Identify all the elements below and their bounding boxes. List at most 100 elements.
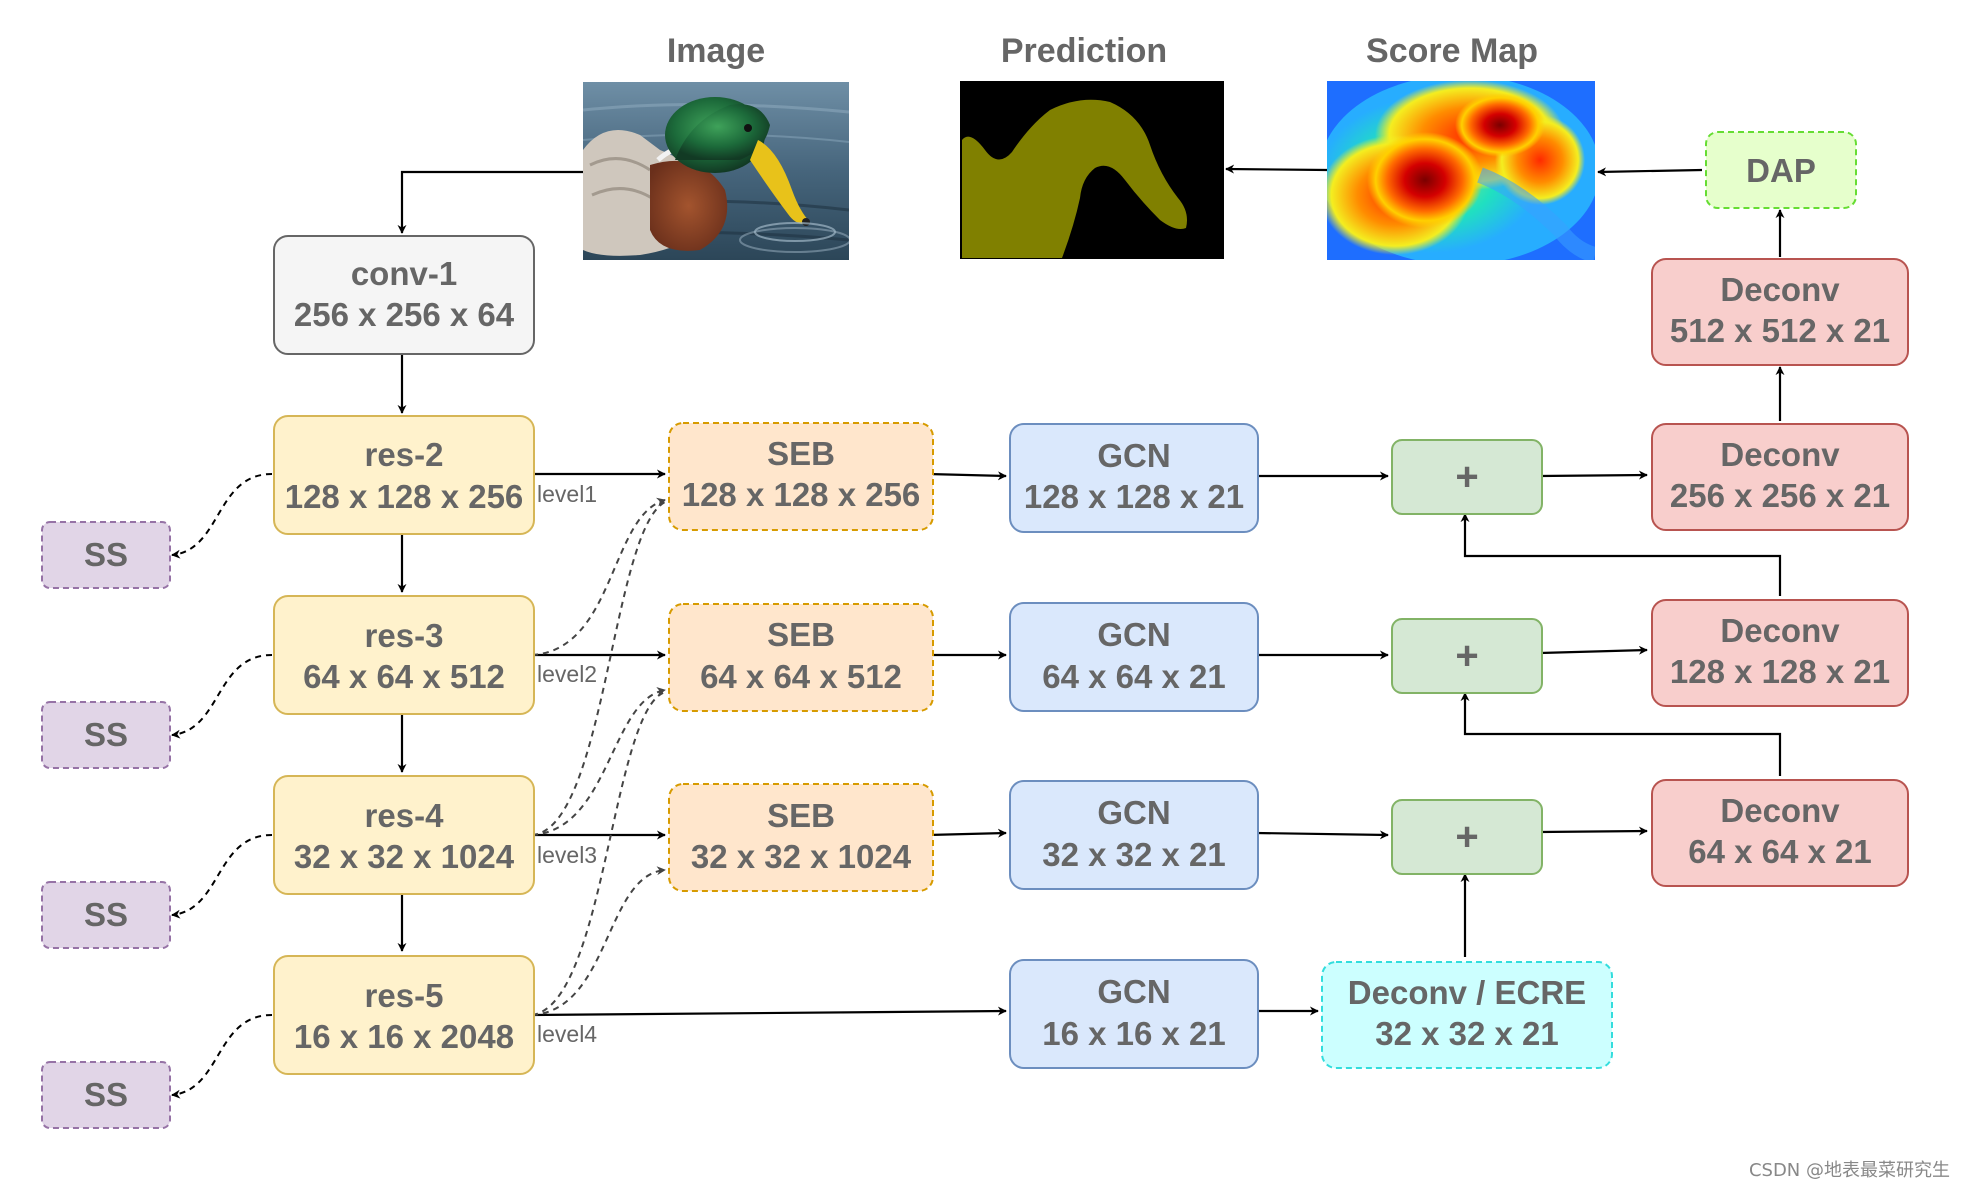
svg-text:128 x 128 x 256: 128 x 128 x 256 xyxy=(682,476,921,513)
node-gcn3: GCN 32 x 32 x 21 xyxy=(1009,780,1259,890)
svg-text:res-3: res-3 xyxy=(365,617,444,654)
edge-res3-ss xyxy=(171,654,273,739)
edge-deconv128-plus1 xyxy=(1460,513,1782,596)
svg-text:GCN: GCN xyxy=(1097,794,1170,831)
node-res5: res-5 16 x 16 x 2048 xyxy=(273,955,535,1075)
svg-text:Deconv: Deconv xyxy=(1720,436,1840,473)
svg-text:SS: SS xyxy=(84,716,128,753)
edge-res5-seb2 xyxy=(531,691,666,1016)
edge-gcn3-plus3 xyxy=(1255,830,1389,840)
node-plus-3: + xyxy=(1391,799,1543,875)
svg-text:SEB: SEB xyxy=(767,797,835,834)
svg-text:SS: SS xyxy=(84,536,128,573)
edge-res5-ss xyxy=(171,1014,273,1099)
svg-text:32 x 32 x 21: 32 x 32 x 21 xyxy=(1375,1015,1559,1052)
svg-text:64 x 64 x 512: 64 x 64 x 512 xyxy=(700,658,902,695)
svg-text:Deconv / ECRE: Deconv / ECRE xyxy=(1348,974,1586,1011)
svg-text:+: + xyxy=(1455,455,1478,499)
node-gcn2: GCN 64 x 64 x 21 xyxy=(1009,602,1259,712)
node-ss-4: SS xyxy=(41,1061,171,1129)
edge-scoremap-prediction xyxy=(1225,164,1328,174)
svg-text:32 x 32 x 1024: 32 x 32 x 1024 xyxy=(294,838,515,875)
svg-text:SS: SS xyxy=(84,1076,128,1113)
edge-plus1-deconv256 xyxy=(1539,470,1648,480)
node-res3: res-3 64 x 64 x 512 xyxy=(273,595,535,715)
edges xyxy=(397,164,1785,1017)
svg-text:SEB: SEB xyxy=(767,435,835,472)
svg-text:DAP: DAP xyxy=(1746,152,1816,189)
svg-text:+: + xyxy=(1455,634,1478,678)
edge-res4-seb2 xyxy=(531,687,666,836)
score-map-title: Score Map xyxy=(1366,32,1538,70)
node-deconv-64: Deconv 64 x 64 x 21 xyxy=(1651,779,1909,887)
edge-res4-seb1 xyxy=(531,501,666,836)
node-plus-2: + xyxy=(1391,618,1543,694)
svg-text:512 x 512 x 21: 512 x 512 x 21 xyxy=(1670,312,1890,349)
watermark: CSDN @地表最菜研究生 xyxy=(1749,1160,1950,1181)
svg-text:Deconv: Deconv xyxy=(1720,612,1840,649)
edge-seb3-gcn3 xyxy=(927,828,1007,838)
edge-res2-ss xyxy=(171,473,273,559)
edge-plus3-deconv64 xyxy=(1539,826,1648,836)
svg-text:128 x 128 x 21: 128 x 128 x 21 xyxy=(1024,478,1244,515)
svg-text:64 x 64 x 512: 64 x 64 x 512 xyxy=(303,658,505,695)
level-label-2: level2 xyxy=(537,661,597,687)
svg-text:128 x 128 x 256: 128 x 128 x 256 xyxy=(285,478,524,515)
node-seb2: SEB 64 x 64 x 512 xyxy=(668,603,934,712)
svg-text:256 x 256 x 21: 256 x 256 x 21 xyxy=(1670,477,1890,514)
node-deconv-ecre: Deconv / ECRE 32 x 32 x 21 xyxy=(1321,961,1613,1069)
edges-cross-level xyxy=(531,497,666,1016)
svg-text:Deconv: Deconv xyxy=(1720,271,1840,308)
node-seb1: SEB 128 x 128 x 256 xyxy=(668,422,934,531)
edges-to-ss xyxy=(171,473,273,1099)
svg-text:res-2: res-2 xyxy=(365,436,444,473)
svg-text:+: + xyxy=(1455,815,1478,859)
svg-text:32 x 32 x 21: 32 x 32 x 21 xyxy=(1042,836,1226,873)
edge-image-conv1 xyxy=(397,170,583,234)
svg-text:GCN: GCN xyxy=(1097,616,1170,653)
edge-dap-scoremap xyxy=(1597,167,1703,177)
svg-text:conv-1: conv-1 xyxy=(351,255,457,292)
node-gcn1: GCN 128 x 128 x 21 xyxy=(1009,423,1259,533)
svg-text:Deconv: Deconv xyxy=(1720,792,1840,829)
node-ss-1: SS xyxy=(41,521,171,589)
score-map-heatmap xyxy=(1327,81,1595,260)
svg-text:32 x 32 x 1024: 32 x 32 x 1024 xyxy=(691,838,912,875)
svg-text:GCN: GCN xyxy=(1097,973,1170,1010)
node-conv1: conv-1 256 x 256 x 64 xyxy=(273,235,535,355)
edge-seb1-gcn1 xyxy=(927,471,1007,481)
node-deconv-512: Deconv 512 x 512 x 21 xyxy=(1651,258,1909,366)
node-ss-2: SS xyxy=(41,701,171,769)
node-deconv-128: Deconv 128 x 128 x 21 xyxy=(1651,599,1909,707)
svg-text:256 x 256 x 64: 256 x 256 x 64 xyxy=(294,296,515,333)
prediction-mask xyxy=(960,81,1224,259)
svg-text:res-4: res-4 xyxy=(365,797,445,834)
duck-image xyxy=(583,82,849,260)
node-seb3: SEB 32 x 32 x 1024 xyxy=(668,783,934,892)
edge-res5-gcn4 xyxy=(531,1006,1007,1017)
node-plus-1: + xyxy=(1391,439,1543,515)
node-ss-3: SS xyxy=(41,881,171,949)
svg-text:16 x 16 x 2048: 16 x 16 x 2048 xyxy=(294,1018,514,1055)
level-label-1: level1 xyxy=(537,481,597,507)
prediction-title: Prediction xyxy=(1001,32,1167,70)
node-deconv-256: Deconv 256 x 256 x 21 xyxy=(1651,423,1909,531)
edge-plus2-deconv128 xyxy=(1539,645,1648,655)
level-label-3: level3 xyxy=(537,842,597,868)
level-label-4: level4 xyxy=(537,1021,597,1047)
edge-deconv64-plus2 xyxy=(1460,692,1782,776)
edge-res3-seb1 xyxy=(531,497,666,656)
node-dap: DAP xyxy=(1705,131,1857,209)
node-gcn4: GCN 16 x 16 x 21 xyxy=(1009,959,1259,1069)
edge-res5-seb3 xyxy=(531,866,666,1016)
svg-text:16 x 16 x 21: 16 x 16 x 21 xyxy=(1042,1015,1226,1052)
node-res4: res-4 32 x 32 x 1024 xyxy=(273,775,535,895)
svg-text:res-5: res-5 xyxy=(365,977,444,1014)
node-res2: res-2 128 x 128 x 256 xyxy=(273,415,535,535)
image-title: Image xyxy=(667,32,765,70)
svg-text:SS: SS xyxy=(84,896,128,933)
edge-res4-ss xyxy=(171,834,273,919)
svg-text:64 x 64 x 21: 64 x 64 x 21 xyxy=(1688,833,1872,870)
svg-text:SEB: SEB xyxy=(767,616,835,653)
